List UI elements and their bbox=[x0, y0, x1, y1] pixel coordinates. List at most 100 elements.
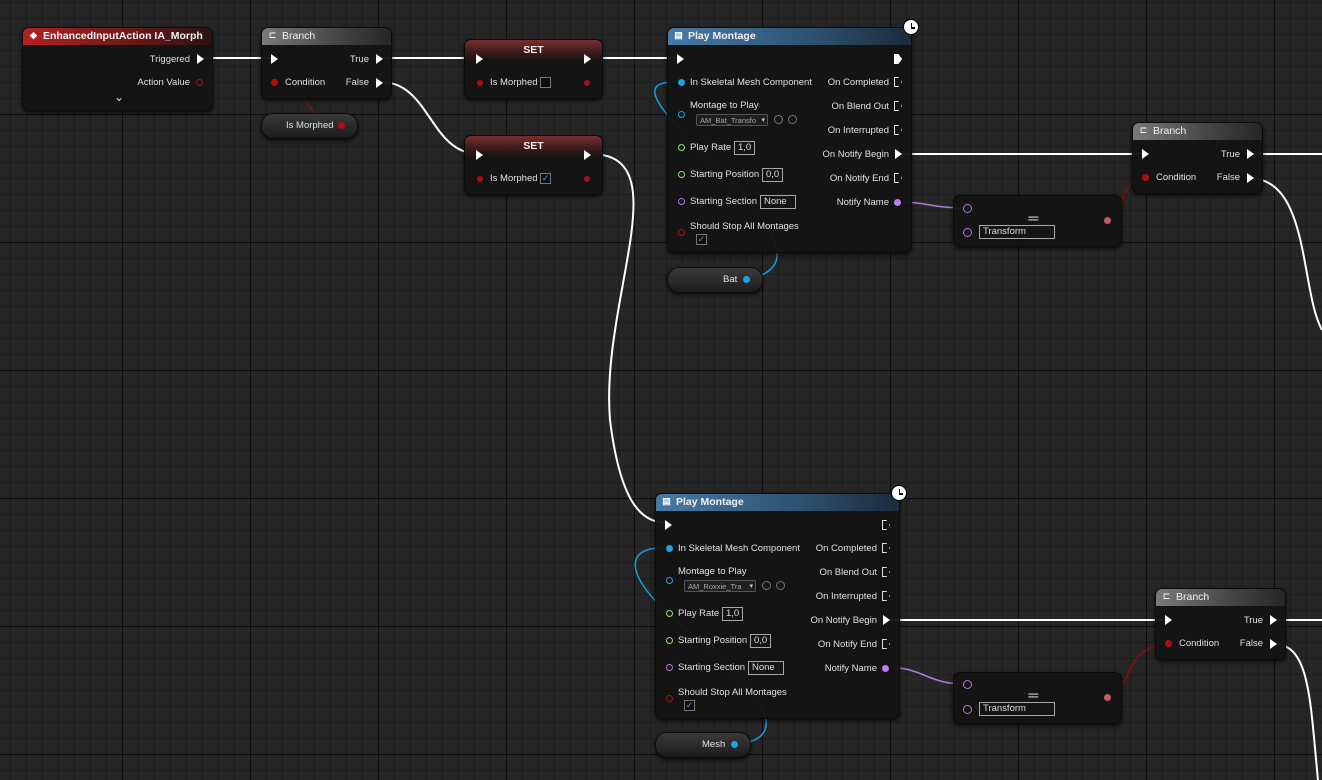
starting-section-pin[interactable] bbox=[666, 664, 673, 671]
set-is-morphed-node-2[interactable]: SET Is Morphed ✓ bbox=[464, 135, 603, 195]
starting-position-pin[interactable] bbox=[678, 171, 685, 178]
is-morphed-in-pin[interactable] bbox=[477, 176, 483, 182]
skeletal-mesh-pin[interactable] bbox=[678, 79, 685, 86]
pin-label-in-skeletal-mesh: In Skeletal Mesh Component bbox=[678, 543, 800, 554]
exec-in-pin[interactable] bbox=[476, 150, 483, 160]
montage-asset-dropdown[interactable]: AM_Roxxie_Tra ▾ bbox=[684, 580, 756, 592]
on-notify-end-pin[interactable] bbox=[894, 173, 902, 183]
starting-position-input[interactable]: 0,0 bbox=[750, 634, 772, 648]
starting-position-pin[interactable] bbox=[666, 637, 673, 644]
equal-name-node-1[interactable]: == Transform bbox=[953, 195, 1122, 247]
notify-name-pin[interactable] bbox=[882, 665, 889, 672]
is-morphed-in-pin[interactable] bbox=[477, 80, 483, 86]
should-stop-checkbox[interactable]: ✓ bbox=[696, 234, 707, 245]
get-mesh-node[interactable]: Mesh bbox=[655, 732, 751, 758]
browse-arrow-icon[interactable] bbox=[762, 581, 771, 590]
transform-name-input[interactable]: Transform bbox=[979, 225, 1055, 239]
play-rate-pin[interactable] bbox=[666, 610, 673, 617]
exec-in-pin[interactable] bbox=[677, 54, 684, 64]
equal-a-pin[interactable] bbox=[963, 204, 972, 213]
browse-arrow-icon[interactable] bbox=[774, 115, 783, 124]
equal-b-pin[interactable] bbox=[963, 228, 972, 237]
should-stop-checkbox[interactable]: ✓ bbox=[684, 700, 695, 711]
starting-position-input[interactable]: 0,0 bbox=[762, 168, 784, 182]
exec-in-pin[interactable] bbox=[271, 54, 278, 64]
node-header: SET bbox=[465, 40, 602, 60]
on-notify-begin-pin[interactable] bbox=[895, 149, 902, 159]
exec-in-pin[interactable] bbox=[476, 54, 483, 64]
play-rate-input[interactable]: 1,0 bbox=[734, 141, 756, 155]
chevron-down-icon: ▾ bbox=[761, 117, 765, 124]
skeletal-mesh-pin[interactable] bbox=[666, 545, 673, 552]
enhanced-input-action-node[interactable]: ◆ EnhancedInputAction IA_Morph Triggered… bbox=[22, 27, 213, 111]
pin-label-on-interrupted: On Interrupted bbox=[815, 591, 877, 602]
is-morphed-checkbox[interactable] bbox=[540, 77, 551, 88]
on-interrupted-pin[interactable] bbox=[894, 125, 902, 135]
is-morphed-out-pin[interactable] bbox=[584, 176, 590, 182]
play-rate-pin[interactable] bbox=[678, 144, 685, 151]
branch-node-1[interactable]: ⊏ Branch True Condition False bbox=[261, 27, 392, 99]
starting-section-pin[interactable] bbox=[678, 198, 685, 205]
set-is-morphed-node-1[interactable]: SET Is Morphed bbox=[464, 39, 603, 99]
transform-name-input[interactable]: Transform bbox=[979, 702, 1055, 716]
search-icon[interactable] bbox=[776, 581, 785, 590]
exec-out-pin[interactable] bbox=[882, 520, 890, 530]
exec-out-pin[interactable] bbox=[584, 150, 591, 160]
get-bat-node[interactable]: Bat bbox=[667, 267, 763, 293]
on-blend-out-pin[interactable] bbox=[882, 567, 890, 577]
exec-wire bbox=[590, 153, 668, 524]
exec-out-pin[interactable] bbox=[894, 54, 902, 64]
mesh-out-pin[interactable] bbox=[731, 741, 738, 748]
on-completed-pin[interactable] bbox=[894, 77, 902, 87]
exec-true-pin[interactable] bbox=[1270, 615, 1277, 625]
equal-name-node-2[interactable]: == Transform bbox=[953, 672, 1122, 724]
exec-false-pin[interactable] bbox=[1270, 639, 1277, 649]
montage-to-play-pin[interactable] bbox=[678, 111, 685, 118]
condition-pin[interactable] bbox=[1165, 640, 1172, 647]
starting-section-input[interactable]: None bbox=[760, 195, 796, 209]
exec-out-pin[interactable] bbox=[197, 54, 204, 64]
on-completed-pin[interactable] bbox=[882, 543, 890, 553]
is-morphed-out-pin[interactable] bbox=[584, 80, 590, 86]
exec-in-pin[interactable] bbox=[665, 520, 672, 530]
branch-node-3[interactable]: ⊏ Branch True Condition False bbox=[1155, 588, 1286, 660]
exec-in-pin[interactable] bbox=[1142, 149, 1149, 159]
play-rate-input[interactable]: 1,0 bbox=[722, 607, 744, 621]
branch-node-2[interactable]: ⊏ Branch True Condition False bbox=[1132, 122, 1263, 194]
should-stop-pin[interactable] bbox=[666, 695, 673, 702]
notify-name-pin[interactable] bbox=[894, 199, 901, 206]
condition-pin[interactable] bbox=[271, 79, 278, 86]
montage-asset-dropdown[interactable]: AM_Bat_Transfo ▾ bbox=[696, 114, 768, 126]
exec-true-pin[interactable] bbox=[376, 54, 383, 64]
chevron-down-icon[interactable]: ⌄ bbox=[114, 90, 125, 104]
on-notify-begin-pin[interactable] bbox=[883, 615, 890, 625]
exec-in-pin[interactable] bbox=[1165, 615, 1172, 625]
on-notify-end-pin[interactable] bbox=[882, 639, 890, 649]
should-stop-pin[interactable] bbox=[678, 229, 685, 236]
equal-result-pin[interactable] bbox=[1104, 217, 1111, 224]
condition-pin[interactable] bbox=[1142, 174, 1149, 181]
is-morphed-checkbox[interactable]: ✓ bbox=[540, 173, 551, 184]
equal-a-pin[interactable] bbox=[963, 680, 972, 689]
exec-true-pin[interactable] bbox=[1247, 149, 1254, 159]
action-value-pin[interactable] bbox=[196, 79, 203, 86]
is-morphed-out-pin[interactable] bbox=[338, 122, 345, 129]
montage-to-play-pin[interactable] bbox=[666, 577, 673, 584]
equal-result-pin[interactable] bbox=[1104, 694, 1111, 701]
bat-out-pin[interactable] bbox=[743, 276, 750, 283]
play-montage-node-2[interactable]: ▤ Play Montage In Skeletal Mesh Componen… bbox=[655, 485, 907, 719]
on-blend-out-pin[interactable] bbox=[894, 101, 902, 111]
starting-section-input[interactable]: None bbox=[748, 661, 784, 675]
search-icon[interactable] bbox=[788, 115, 797, 124]
pin-label-condition: Condition bbox=[1156, 172, 1197, 183]
equal-b-pin[interactable] bbox=[963, 705, 972, 714]
play-montage-node-1[interactable]: ▤ Play Montage In Skeletal Mesh Componen… bbox=[667, 19, 919, 253]
variable-label: Bat bbox=[723, 274, 738, 285]
exec-false-pin[interactable] bbox=[376, 78, 383, 88]
pin-label-triggered: Triggered bbox=[149, 54, 190, 65]
exec-out-pin[interactable] bbox=[584, 54, 591, 64]
pin-label-starting-section: Starting Section bbox=[690, 196, 758, 207]
on-interrupted-pin[interactable] bbox=[882, 591, 890, 601]
get-is-morphed-node[interactable]: Is Morphed bbox=[261, 113, 358, 139]
exec-false-pin[interactable] bbox=[1247, 173, 1254, 183]
